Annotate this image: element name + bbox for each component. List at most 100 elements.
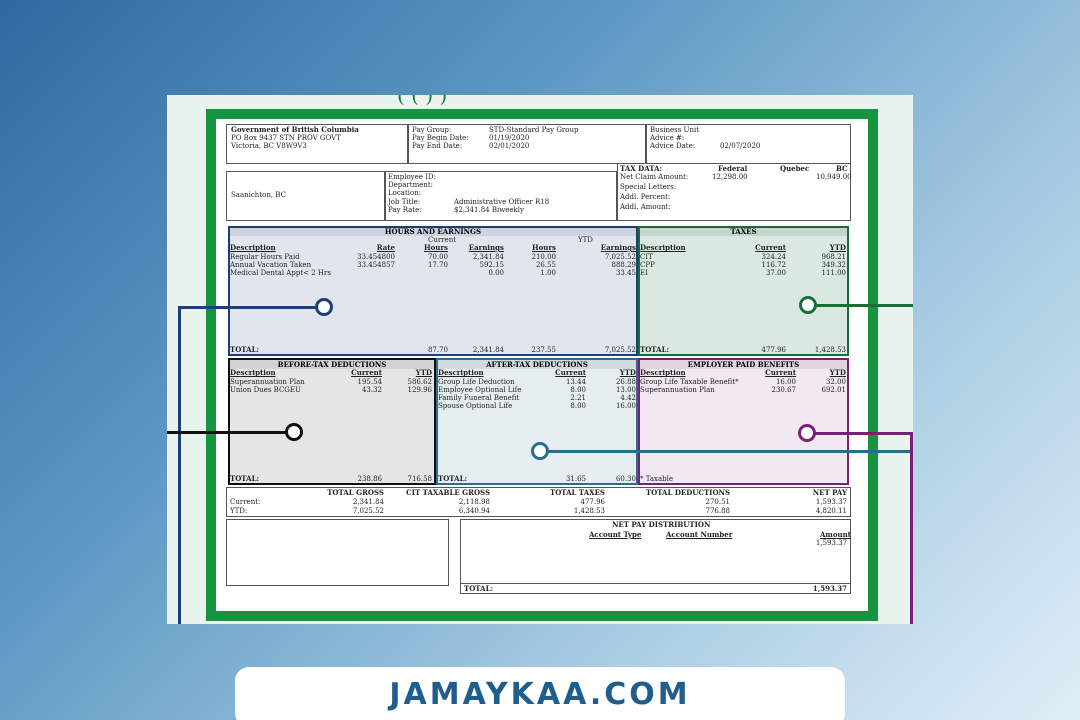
summary-header-cit-taxable: CIT TAXABLE GROSS: [406, 488, 490, 497]
before-tax-row-desc: Union Dues BCGEU: [230, 386, 301, 394]
hours-row-ytd-earnings: 33.45: [615, 269, 636, 277]
before-tax-callout-dot: [285, 423, 303, 441]
employer-paid-connector-line: [910, 432, 913, 624]
summary-ytd-value: 6,340.94: [458, 507, 490, 515]
summary-header-total-taxes: TOTAL TAXES: [549, 488, 605, 497]
job-title-value: Administrative Officer R18: [454, 198, 550, 206]
net-pay-amount: 1,593.37: [815, 539, 847, 547]
taxes-title: TAXES: [640, 227, 847, 236]
tax-row-current: 324.24: [761, 253, 787, 261]
hours-row-hours: 70.00: [427, 253, 448, 261]
before-tax-header-description: Description: [230, 368, 276, 377]
paper-top-text: ( ( ) ): [397, 95, 448, 107]
net-pay-header-account-number: Account Number: [666, 530, 733, 539]
hours-callout-dot: [315, 298, 333, 316]
after-tax-callout-dot: [531, 442, 549, 460]
after-tax-total-ytd: 60.30: [615, 475, 636, 483]
after-tax-title: AFTER-TAX DEDUCTIONS: [438, 360, 636, 369]
after-tax-row-desc: Family Funeral Benefit: [438, 394, 520, 402]
tax-bc-header: BC: [836, 164, 848, 173]
hours-total-hours: 87.70: [427, 346, 448, 354]
tax-data-title: TAX DATA:: [620, 164, 663, 173]
hours-row-ytd-hours: 26.55: [535, 261, 556, 269]
addl-percent-label: Addl. Percent:: [620, 193, 671, 201]
after-tax-total-label: TOTAL:: [438, 474, 468, 483]
addl-amount-label: Addl. Amount:: [620, 203, 671, 211]
before-tax-total-ytd: 716.58: [407, 475, 433, 483]
employer-address1: PO Box 9437 STN PROV GOVT: [231, 134, 341, 142]
before-tax-total-label: TOTAL:: [230, 474, 260, 483]
employer-name: Government of British Columbia: [231, 125, 359, 134]
summary-current-value: 270.51: [705, 498, 731, 506]
hours-title: HOURS AND EARNINGS: [230, 227, 636, 236]
summary-ytd-value: 1,428.53: [573, 507, 605, 515]
summary-current-label: Current:: [230, 498, 261, 506]
before-tax-header-ytd: YTD: [415, 368, 432, 377]
employer-paid-header-current: Current: [765, 368, 796, 377]
hours-header-rate: Rate: [376, 243, 395, 252]
hours-total-label: TOTAL:: [230, 345, 260, 354]
tax-row-desc: EI: [640, 269, 648, 277]
net-pay-distribution-title: NET PAY DISTRIBUTION: [612, 520, 711, 529]
pay-group-label: Pay Group:: [412, 126, 452, 134]
before-tax-row-desc: Superannuation Plan: [230, 378, 305, 386]
summary-header-total-deductions: TOTAL DEDUCTIONS: [645, 488, 730, 497]
hours-connector-line: [178, 306, 181, 624]
summary-ytd-label: YTD:: [230, 507, 248, 515]
summary-ytd-value: 776.88: [705, 507, 731, 515]
before-tax-row-current: 43.32: [361, 386, 382, 394]
employer-paid-header-ytd: YTD: [829, 368, 846, 377]
hours-row-desc: Regular Hours Paid: [230, 253, 300, 261]
employer-paid-title: EMPLOYER PAID BENEFITS: [640, 360, 847, 369]
taxes-highlight: [638, 226, 849, 356]
summary-ytd-value: 4,820.11: [815, 507, 847, 515]
net-pay-header-account-type: Account Type: [589, 530, 642, 539]
tax-data-box: [617, 163, 851, 221]
taxes-header-current: Current: [755, 243, 786, 252]
footer-brand-text[interactable]: JAMAYKAA.COM: [389, 677, 691, 712]
tax-row-current: 116.72: [761, 261, 787, 269]
hours-row-hours: 17.70: [427, 261, 448, 269]
net-claim-federal: 12,298.00: [712, 173, 748, 181]
before-tax-row-ytd: 586.62: [407, 378, 433, 386]
hours-header-earnings: Earnings: [468, 243, 504, 252]
hours-row-ytd-hours: 210.00: [531, 253, 557, 261]
before-tax-row-current: 195.54: [357, 378, 383, 386]
net-claim-bc: 10,949.00: [816, 173, 852, 181]
net-claim-label: Net Claim Amount:: [620, 173, 689, 181]
before-tax-row-ytd: 129.96: [407, 386, 433, 394]
employer-paid-row-desc: Superannuation Plan: [640, 386, 715, 394]
hours-header-description: Description: [230, 243, 276, 252]
tax-row-desc: CPP: [640, 261, 655, 269]
after-tax-connector-line: [548, 450, 913, 453]
employer-paid-connector-line: [815, 432, 913, 435]
taxes-connector-line: [815, 304, 913, 307]
hours-row-rate: 33.454857: [357, 261, 395, 269]
before-tax-total-current: 238.86: [357, 475, 383, 483]
after-tax-row-ytd: 4.42: [620, 394, 636, 402]
employer-paid-header-description: Description: [640, 368, 686, 377]
employer-paid-row-ytd: 32.00: [825, 378, 846, 386]
after-tax-row-desc: Employee Optional Life: [438, 386, 522, 394]
hours-row-earnings: 2,341.84: [472, 253, 504, 261]
summary-header-net-pay: NET PAY: [812, 488, 847, 497]
hours-highlight: [228, 226, 638, 356]
after-tax-row-current: 8.00: [570, 386, 586, 394]
after-tax-highlight: [436, 358, 638, 485]
employee-city: Saanichton, BC: [231, 191, 286, 199]
pay-rate-value: $2,341.84 Biweekly: [454, 206, 524, 214]
hours-row-rate: 33.454800: [357, 253, 395, 261]
net-pay-total-label: TOTAL:: [464, 584, 494, 593]
employer-paid-row-desc: Group Life Taxable Benefit*: [640, 378, 739, 386]
after-tax-row-ytd: 16.00: [615, 402, 636, 410]
after-tax-header-ytd: YTD: [619, 368, 636, 377]
hours-row-earnings: 592.15: [479, 261, 505, 269]
hours-header-hours: Hours: [423, 243, 448, 252]
employer-paid-highlight: [638, 358, 849, 485]
before-tax-header-current: Current: [351, 368, 382, 377]
employee-box: [226, 171, 385, 221]
advice-number-label: Advice #:: [650, 134, 685, 142]
net-pay-total-value: 1,593.37: [812, 584, 847, 593]
pay-end-label: Pay End Date:: [412, 142, 463, 150]
after-tax-row-current: 8.00: [570, 402, 586, 410]
